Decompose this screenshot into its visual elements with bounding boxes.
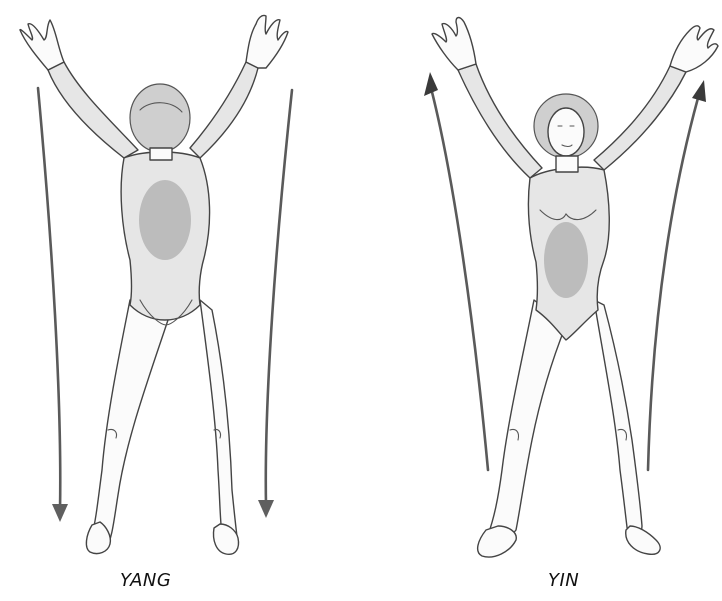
yin-face	[548, 108, 584, 156]
yin-left-foot	[478, 526, 517, 557]
yin-arrow-right	[648, 98, 698, 470]
yang-right-hand	[246, 15, 288, 68]
yang-right-arm	[190, 62, 258, 158]
yin-arrowhead-left	[424, 72, 438, 96]
yang-left-arm	[48, 62, 138, 158]
yin-left-hand	[432, 18, 476, 71]
yang-arrow-right	[266, 90, 292, 505]
yin-arrow-left	[432, 92, 488, 470]
yin-right-foot	[626, 526, 660, 554]
yang-arrowhead-left	[52, 504, 68, 522]
yang-figure	[20, 15, 292, 554]
yin-neck	[556, 156, 578, 172]
yang-back-shading	[139, 180, 191, 260]
yin-figure	[424, 18, 718, 558]
yin-torso-shading	[544, 222, 588, 298]
yang-head	[130, 84, 190, 152]
yang-caption: YANG	[120, 570, 171, 591]
yin-left-arm	[458, 64, 542, 178]
yang-right-leg	[200, 300, 238, 548]
yang-neck	[150, 148, 172, 160]
yin-right-leg	[594, 300, 642, 536]
yin-caption: YIN	[548, 570, 579, 591]
yin-right-arm	[594, 66, 686, 170]
yang-arrow-left	[38, 88, 60, 510]
yang-left-hand	[20, 20, 64, 70]
yin-right-hand	[670, 26, 718, 72]
yang-arrowhead-right	[258, 500, 274, 518]
yin-arrowhead-right	[692, 80, 706, 102]
yin-left-leg	[488, 300, 566, 538]
yang-left-leg	[91, 300, 168, 549]
